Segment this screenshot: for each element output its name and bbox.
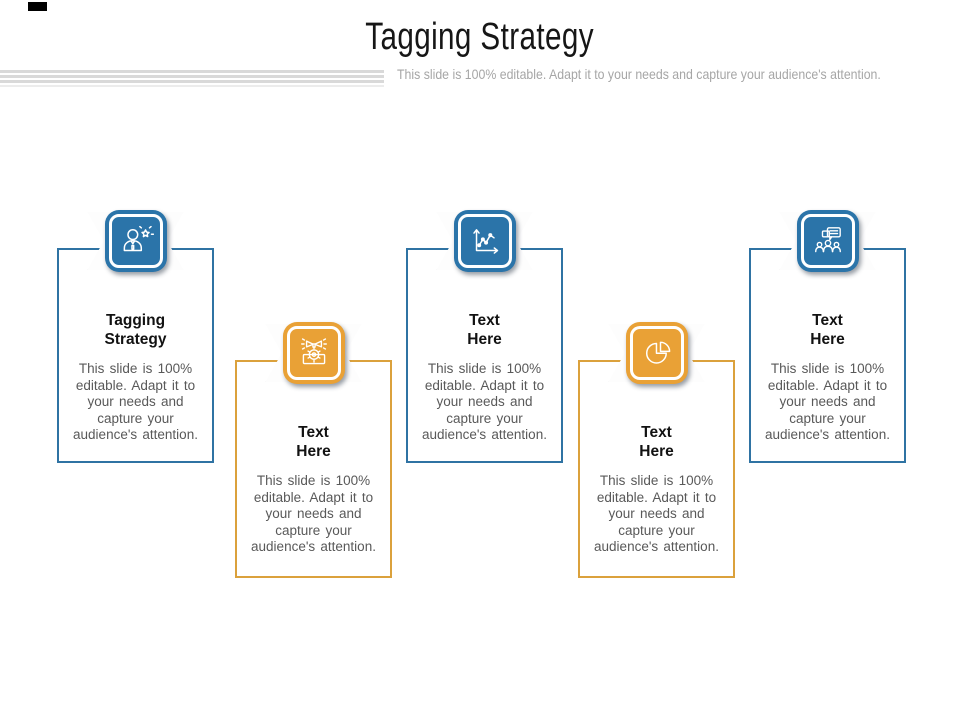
strategy-card: Tagging Strategy This slide is 100% edit… xyxy=(57,210,214,463)
strategy-card: Text Here This slide is 100% editable. A… xyxy=(578,322,735,578)
card-icon-badge xyxy=(265,322,362,384)
card-icon-badge xyxy=(436,210,533,272)
slide-subtitle: This slide is 100% editable. Adapt it to… xyxy=(397,66,881,82)
card-icon-badge xyxy=(87,210,184,272)
card-body: This slide is 100% editable. Adapt it to… xyxy=(765,361,890,442)
user-star-icon xyxy=(118,223,154,259)
card-icon-badge xyxy=(608,322,705,384)
strategy-card: Text Here This slide is 100% editable. A… xyxy=(235,322,392,578)
card-title: Text Here xyxy=(639,424,674,460)
promotion-icon xyxy=(296,335,332,371)
card-body: This slide is 100% editable. Adapt it to… xyxy=(594,473,719,554)
card-title: Text Here xyxy=(810,312,845,348)
card-body: This slide is 100% editable. Adapt it to… xyxy=(422,361,547,442)
decorative-stripes xyxy=(0,70,384,89)
strategy-card: Text Here This slide is 100% editable. A… xyxy=(749,210,906,463)
page-title: Tagging Strategy xyxy=(365,16,595,58)
card-body: This slide is 100% editable. Adapt it to… xyxy=(251,473,376,554)
team-chat-icon xyxy=(810,223,846,259)
card-title: Tagging Strategy xyxy=(104,312,167,348)
card-body: This slide is 100% editable. Adapt it to… xyxy=(73,361,198,442)
card-icon-badge xyxy=(779,210,876,272)
card-title: Text Here xyxy=(467,312,502,348)
strategy-card: Text Here This slide is 100% editable. A… xyxy=(406,210,563,463)
card-title: Text Here xyxy=(296,424,331,460)
pie-chart-icon xyxy=(639,335,675,371)
line-chart-icon xyxy=(467,223,503,259)
corner-mark xyxy=(28,2,47,11)
